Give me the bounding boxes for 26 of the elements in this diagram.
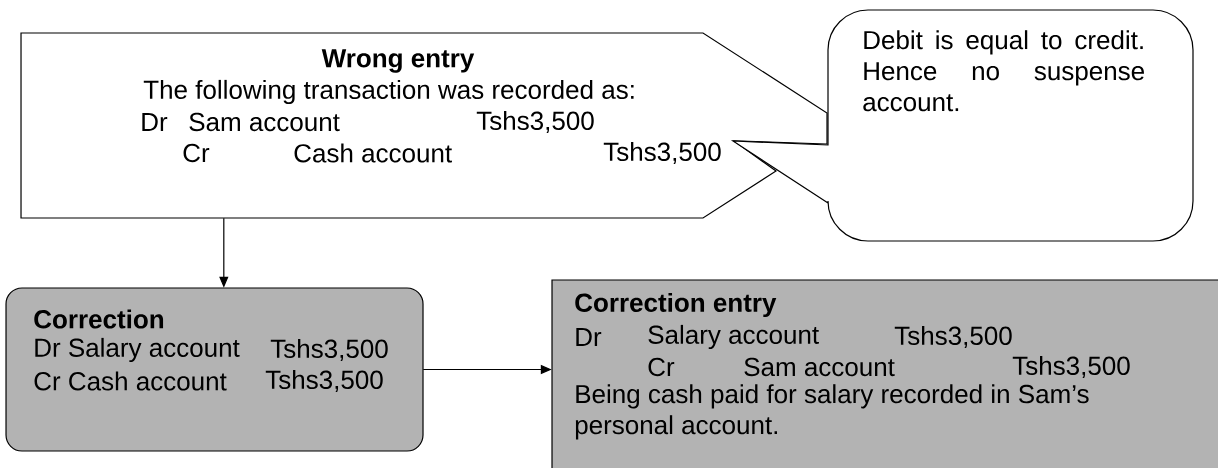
entry-text: Cash account [294,143,452,163]
entry-text: Dr Salary account [35,337,240,363]
entry-box [20,32,828,219]
entry-text: Cr Cash account [34,371,227,391]
correction-entry-box [551,279,1218,468]
amount-text: Tshs3,500 [476,110,594,134]
body-text: The following transaction was recorded as: [143,79,634,105]
amount-text: Tshs3,500 [265,369,383,393]
body-text: Being cash paid for salary recorded in Sam’s personal account. [575,384,1089,440]
amount-text: Tshs3,500 [1012,355,1130,379]
heading: Correction [34,309,164,329]
heading: Wrong entry [321,49,475,73]
entry-text: Salary account [648,324,819,350]
correction-box [5,287,424,452]
entry-text: Sam account [189,112,340,132]
entry-text: Cr [183,143,210,163]
entry-text: Sam account [744,357,895,377]
entry-text: Dr [576,328,602,346]
note-text: Debit is equal to credit. Hence no suspense account. [863,30,1144,112]
heading: Correction entry [575,292,777,318]
amount-text: Tshs3,500 [270,338,388,362]
amount-text: Tshs3,500 [894,325,1012,349]
callout-bubble [732,9,1194,242]
entry-text: Dr [142,113,168,131]
entry-text: Cr [648,357,675,377]
amount-text: Tshs3,500 [603,141,721,165]
